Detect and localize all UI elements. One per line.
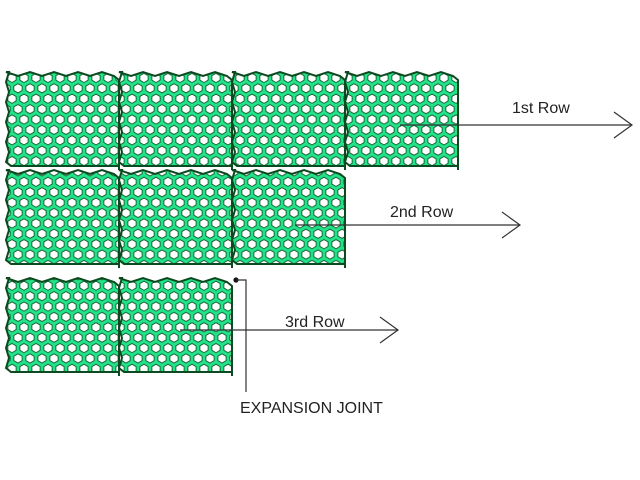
row2-arrow bbox=[295, 211, 522, 239]
paver-panel-row1-3 bbox=[230, 70, 346, 170]
paver-panel-row3-1 bbox=[4, 276, 120, 376]
expansion-joint-label: EXPANSION JOINT bbox=[240, 400, 383, 417]
row1-arrow bbox=[400, 111, 634, 139]
paver-panel-row2-3 bbox=[230, 168, 346, 268]
paver-panels bbox=[4, 70, 459, 376]
row2-label: 2nd Row bbox=[390, 204, 454, 221]
paver-panel-row1-2 bbox=[117, 70, 233, 170]
paver-panel-row3-2 bbox=[117, 276, 233, 376]
paver-panel-row2-2 bbox=[117, 168, 233, 268]
row3-arrow bbox=[180, 316, 400, 344]
expansion-joint-pointer bbox=[233, 277, 247, 392]
row3-label: 3rd Row bbox=[285, 314, 345, 331]
paver-panel-row2-1 bbox=[4, 168, 120, 268]
row1-label: 1st Row bbox=[512, 100, 570, 117]
paver-panel-row1-4 bbox=[343, 70, 459, 170]
paver-panel-row1-1 bbox=[4, 70, 120, 170]
